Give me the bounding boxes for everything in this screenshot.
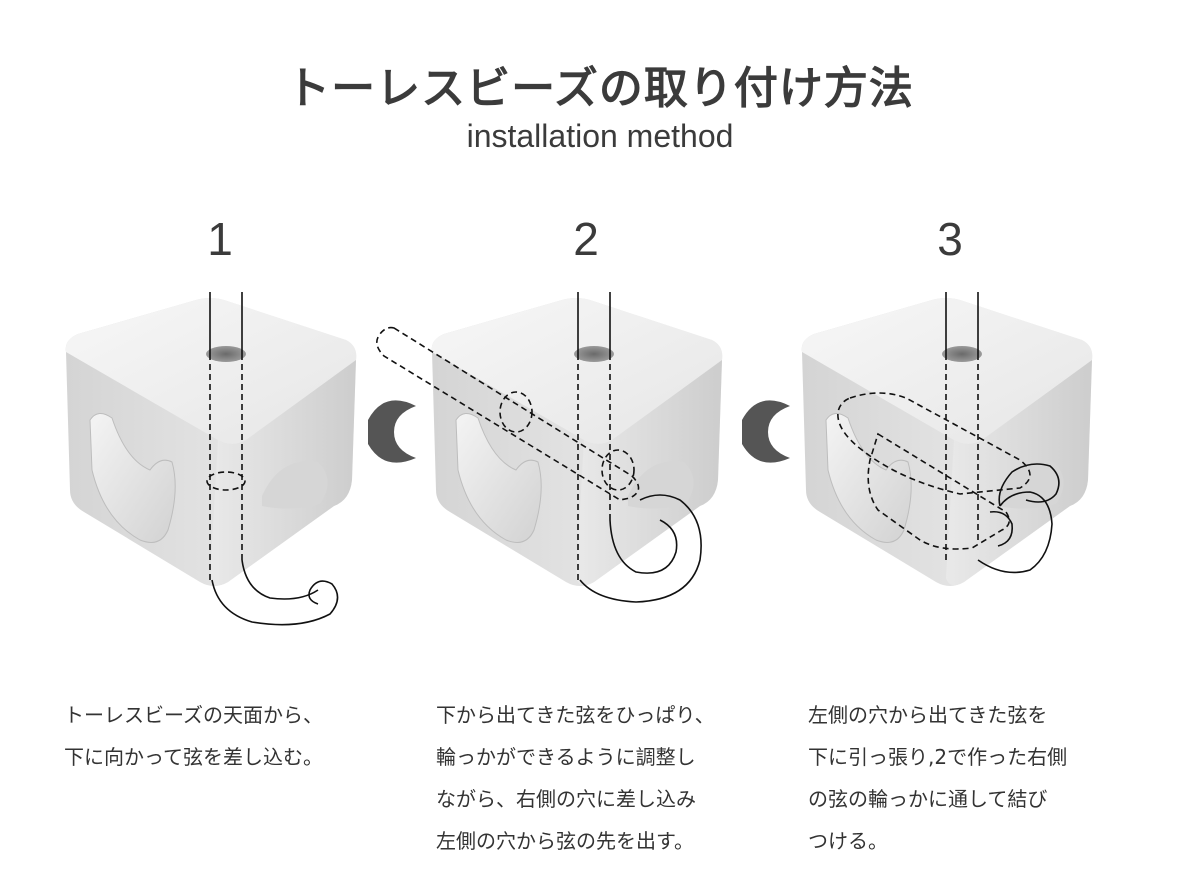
top-hole-icon [942, 346, 982, 362]
step-2-number: 2 [573, 213, 599, 265]
step-2-line-2: 輪っかができるように調整し [436, 745, 696, 769]
step-3-line-4: つける。 [808, 829, 888, 853]
step-1-description: トーレスビーズの天面から、 下に向かって弦を差し込む。 [64, 694, 384, 778]
step-2-description: 下から出てきた弦をひっぱり、 輪っかができるように調整し ながら、右側の穴に差し… [436, 694, 756, 862]
step-3-line-2: 下に引っ張り,2で作った右側 [808, 745, 1068, 769]
page-title: トーレスビーズの取り付け方法 [286, 63, 914, 114]
page-subtitle: installation method [466, 118, 734, 154]
step-3-description: 左側の穴から出てきた弦を 下に引っ張り,2で作った右側 の弦の輪っかに通して結び… [808, 694, 1128, 862]
next-arrow-icon [742, 400, 790, 463]
step-2-line-1: 下から出てきた弦をひっぱり、 [436, 703, 715, 727]
top-hole-icon [574, 346, 614, 362]
step-3-line-3: の弦の輪っかに通して結び [808, 787, 1048, 811]
step-1-line-1: トーレスビーズの天面から、 [64, 703, 323, 727]
bead-3 [801, 292, 1093, 586]
step-2-line-4: 左側の穴から弦の先を出す。 [436, 829, 694, 853]
step-1-line-2: 下に向かって弦を差し込む。 [64, 745, 323, 769]
step-3-number: 3 [937, 213, 963, 265]
bead-2 [376, 292, 723, 603]
step-1-number: 1 [207, 213, 233, 265]
bead-1 [65, 292, 357, 626]
next-arrow-icon [368, 400, 416, 463]
step-3-line-1: 左側の穴から出てきた弦を [808, 703, 1048, 727]
step-2-line-3: ながら、右側の穴に差し込み [436, 787, 696, 811]
top-hole-icon [206, 346, 246, 362]
